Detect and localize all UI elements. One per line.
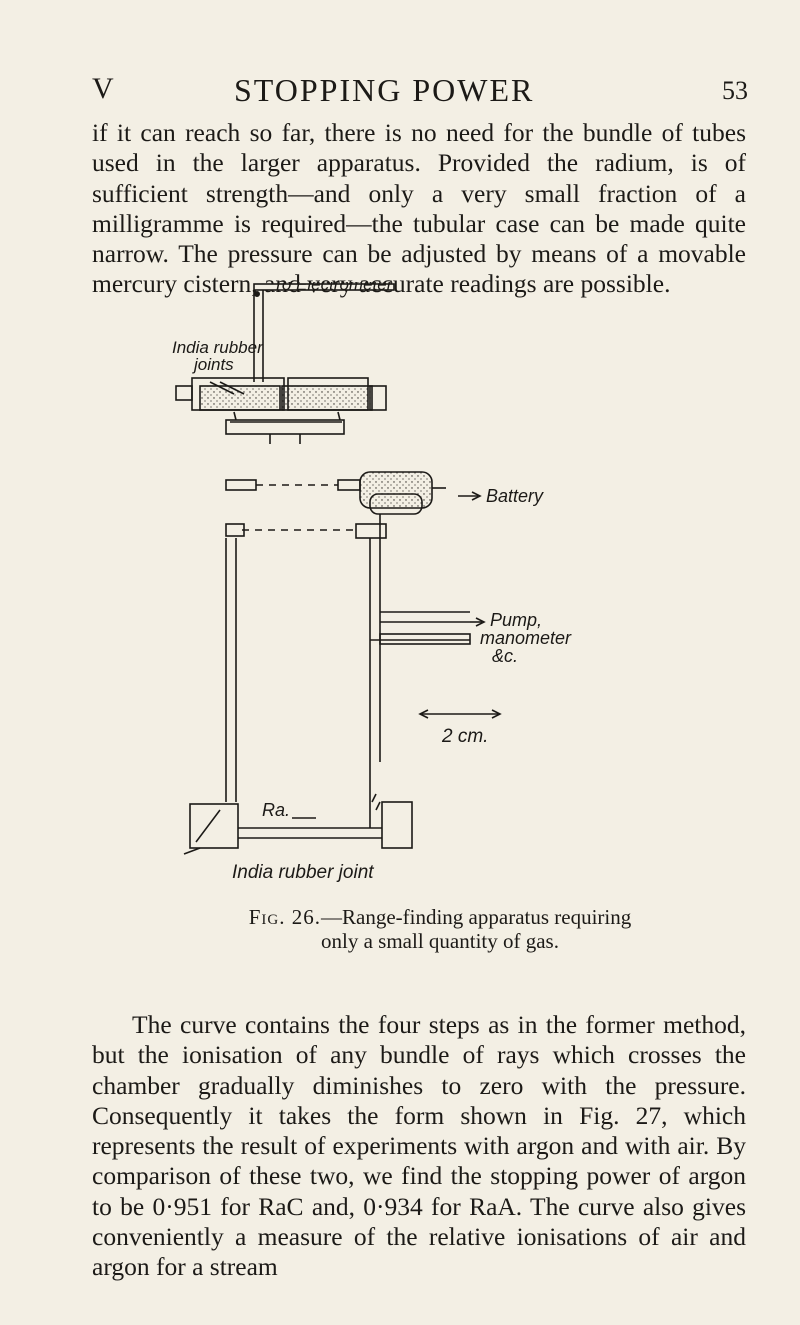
top-chamber	[175, 377, 387, 444]
battery-label: Battery	[486, 486, 544, 506]
base-chamber	[183, 792, 413, 855]
chapter-number: V	[92, 72, 115, 105]
bottom-joint-label: India rubber joint	[232, 862, 374, 883]
page-number: 53	[722, 76, 748, 105]
paragraph-top: if it can reach so far, there is no need…	[92, 118, 746, 299]
figure-caption: Fig. 26.—Range-finding apparatus requiri…	[240, 905, 640, 953]
gas-chamber	[225, 471, 446, 802]
pump-label-line2: manometer	[480, 628, 572, 648]
electrometer-label: To Electrometer	[273, 282, 394, 294]
pump-branch	[370, 611, 486, 645]
figure-number: Fig. 26.	[248, 905, 321, 929]
battery-arrow	[458, 491, 482, 501]
scale-bar	[418, 709, 502, 719]
apparatus-figure: To Electrometer India rubber joints Batt…	[170, 282, 590, 862]
apparatus-diagram: To Electrometer India rubber joints Batt…	[172, 282, 572, 855]
scale-label: 2 cm.	[441, 726, 488, 747]
pump-label-line3: &c.	[492, 646, 518, 666]
pump-label-line1: Pump,	[490, 610, 542, 630]
radium-label: Ra.	[262, 800, 290, 820]
running-title: STOPPING POWER	[234, 72, 535, 108]
electrometer-wire	[253, 283, 395, 382]
joints-label-line1: India rubber	[172, 338, 264, 357]
paragraph-bottom: The curve contains the four steps as in …	[92, 1010, 746, 1282]
running-header: V STOPPING POWER 53	[92, 72, 748, 112]
joints-label-line2: joints	[192, 355, 234, 374]
caption-text: —Range-finding apparatus requiring only …	[321, 905, 632, 953]
